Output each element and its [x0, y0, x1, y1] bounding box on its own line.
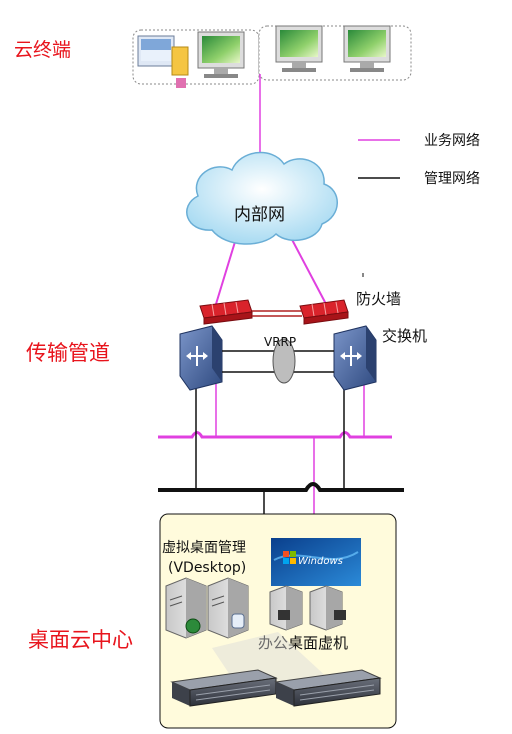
business-network-lines [158, 74, 392, 516]
windows-logo-text: Windows [298, 556, 343, 567]
desktop-monitor-icon [275, 25, 323, 72]
section-desktop-center-label: 桌面云中心 [28, 628, 133, 652]
switch-left-icon [179, 325, 223, 391]
thin-client-icon [137, 35, 189, 88]
database-icon [231, 613, 245, 629]
workstation-icon [278, 610, 290, 620]
legend-business-label: 业务网络 [424, 133, 480, 149]
section-transport-label: 传输管道 [26, 341, 110, 365]
intranet-label: 内部网 [234, 205, 285, 225]
windows-flag-icon [283, 551, 296, 564]
vrrp-ellipse [272, 338, 296, 384]
section-cloud-terminal-label: 云终端 [14, 39, 71, 61]
firewall-label: 防火墙 [356, 290, 401, 308]
terminal-group [132, 25, 412, 88]
firewall-right-icon [299, 299, 349, 325]
switch-right-icon [333, 325, 377, 391]
firewall-left-icon [199, 299, 253, 325]
switch-label: 交换机 [382, 327, 427, 345]
office-vm-server-icon [269, 585, 303, 631]
firewall-link [252, 310, 302, 317]
vdesktop-server-icon [165, 577, 207, 639]
workstation-icon [334, 610, 346, 620]
office-vm-label: 办公桌面虚机 [258, 634, 348, 652]
globe-icon [185, 618, 201, 634]
rack-server-icon [274, 669, 382, 707]
vdesktop-server-icon [207, 577, 249, 639]
vrrp-label: VRRP [264, 335, 296, 349]
office-vm-server-icon [309, 585, 346, 631]
management-network-lines [158, 384, 404, 516]
windows-logo-panel: Windows [271, 538, 361, 586]
intranet-cloud: 内部网 [186, 151, 338, 245]
desktop-monitor-icon [197, 31, 245, 78]
legend-management-label: 管理网络 [424, 171, 480, 187]
desktop-monitor-icon [343, 25, 391, 72]
management-bus-line [158, 482, 404, 492]
business-bus-line [158, 431, 392, 439]
vdesktop-label-line1: 虚拟桌面管理 [162, 540, 246, 556]
vdesktop-label-line2: (VDesktop) [168, 560, 246, 576]
